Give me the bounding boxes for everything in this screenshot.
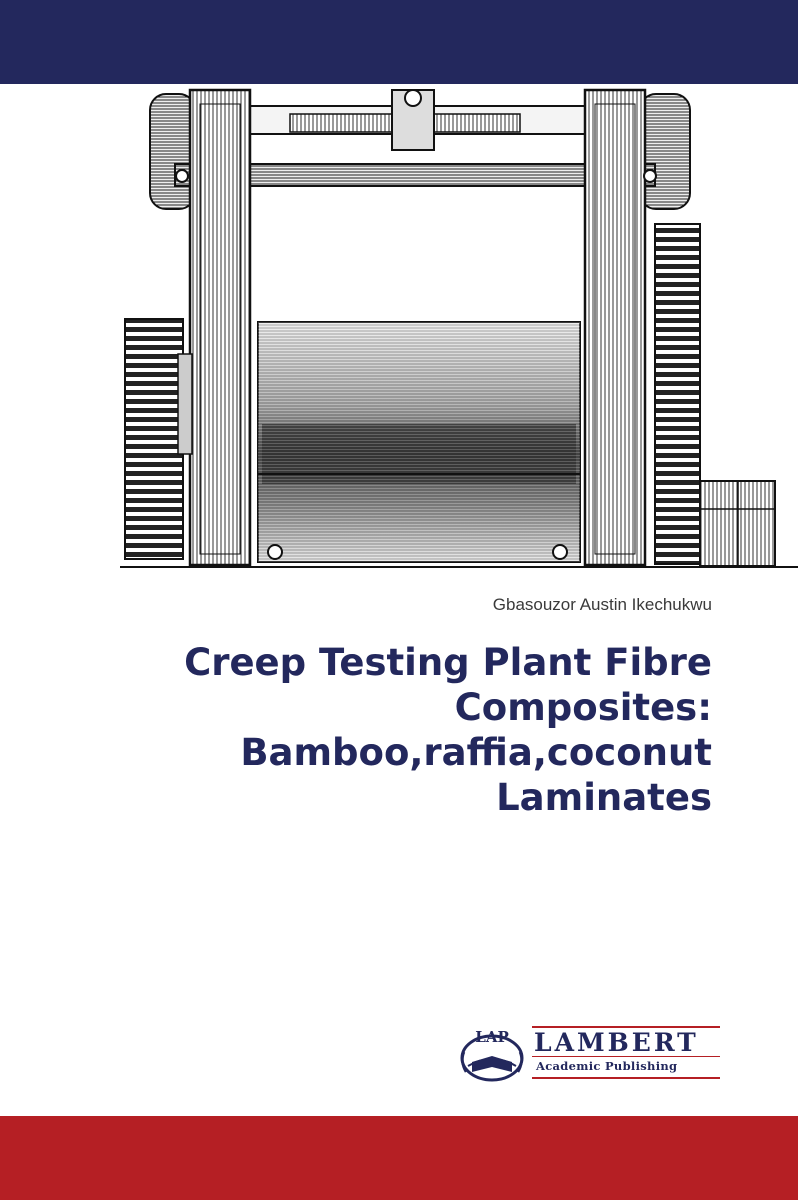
title-line: Composites:: [454, 686, 712, 729]
lap-emblem-text: LAP: [475, 1028, 508, 1046]
author-name: Gbasouzor Austin Ikechukwu: [492, 595, 712, 614]
lap-emblem-icon: LAP: [460, 1028, 524, 1082]
book-title: Creep Testing Plant Fibre Composites: Ba…: [72, 640, 712, 820]
publisher-rule: [532, 1026, 720, 1028]
title-line: Laminates: [496, 776, 712, 819]
top-color-band: [0, 0, 798, 84]
publisher-name: LAMBERT: [534, 1028, 699, 1057]
publisher-rule: [532, 1077, 720, 1079]
roller-press-engraving: [120, 88, 798, 568]
publisher-rule: [532, 1056, 720, 1057]
publisher-logo: LAP LAMBERT Academic Publishing: [458, 1022, 723, 1084]
cover-illustration: [0, 84, 798, 570]
title-line: Bamboo,raffia,coconut: [240, 731, 712, 774]
publisher-subtitle: Academic Publishing: [536, 1059, 678, 1073]
title-line: Creep Testing Plant Fibre: [184, 641, 712, 684]
bottom-color-band: [0, 1116, 798, 1200]
